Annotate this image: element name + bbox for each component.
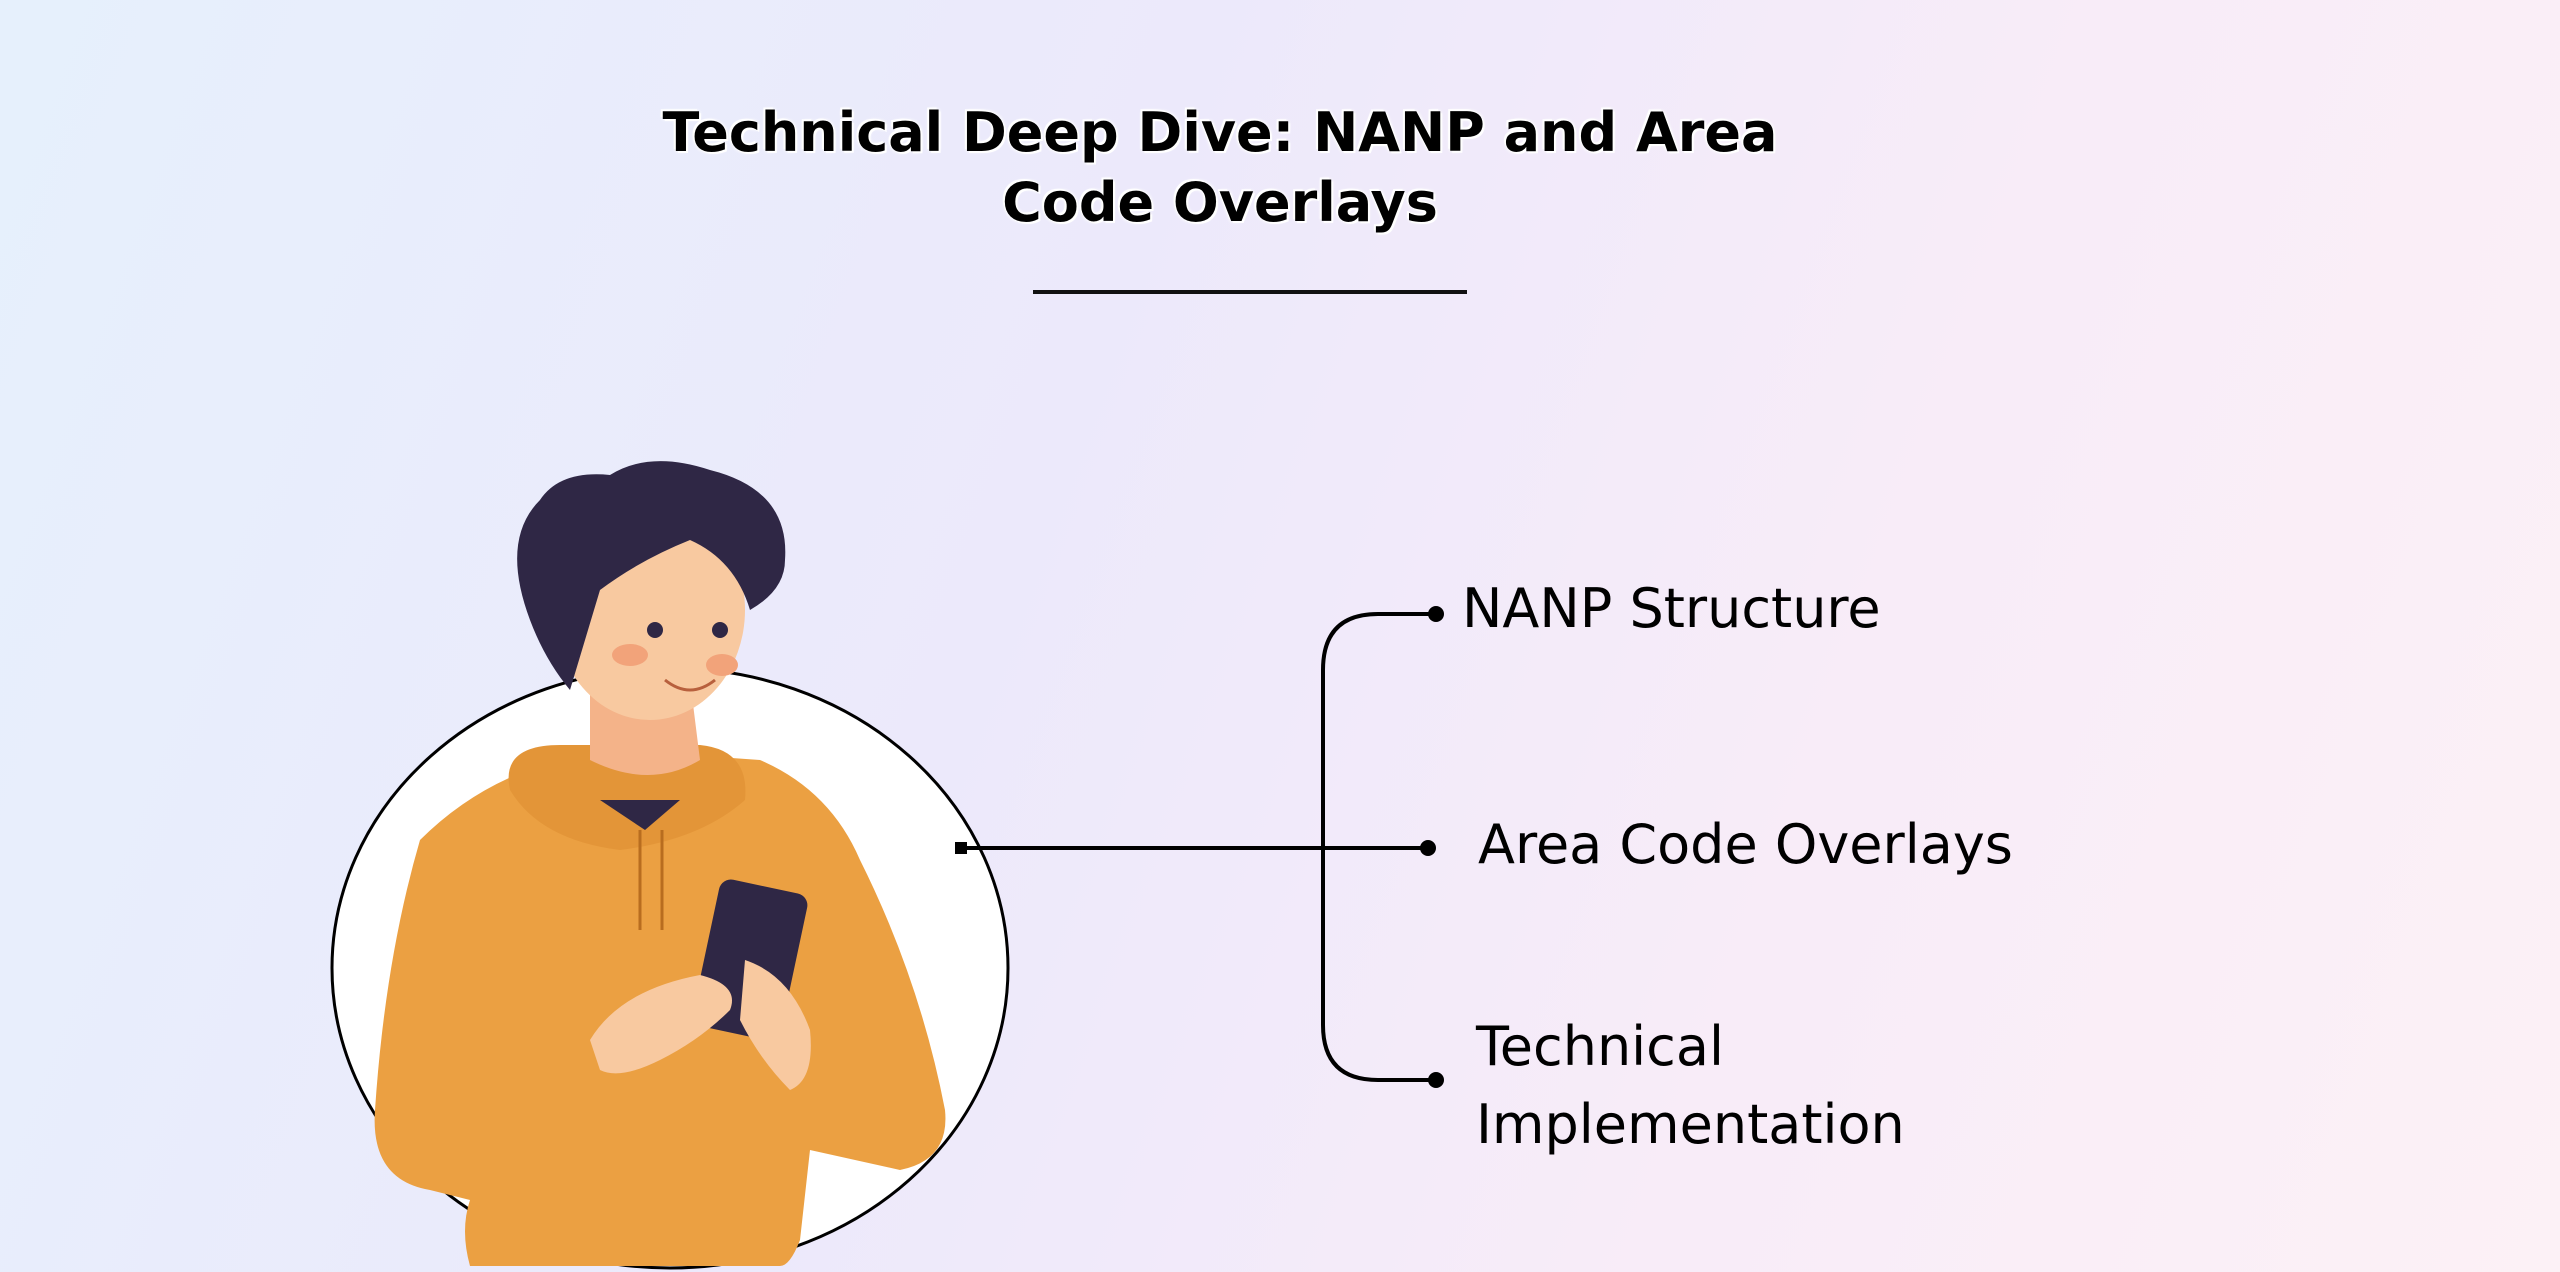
hand-right — [740, 960, 811, 1090]
hand-left — [590, 975, 732, 1074]
branch-label-area-code-overlays: Area Code Overlays — [1478, 813, 2013, 876]
collar — [600, 800, 680, 830]
eye — [712, 622, 728, 638]
bracket — [1321, 612, 1436, 1082]
slide-title: Technical Deep Dive: NANP and Area Code … — [620, 98, 1820, 238]
branch-label-nanp-structure: NANP Structure — [1462, 577, 1881, 640]
title-line-1: Technical Deep Dive: NANP and Area — [662, 101, 1778, 164]
cheek — [706, 654, 738, 676]
label-line-1: Technical — [1476, 1015, 1724, 1078]
title-line-2: Code Overlays — [1002, 171, 1438, 234]
person-illustration — [374, 461, 946, 1266]
cheek — [612, 644, 648, 666]
branch-dot-2 — [1420, 840, 1436, 856]
branch-dot-1 — [1428, 606, 1444, 622]
branch-label-technical-implementation: Technical Implementation — [1476, 1008, 1905, 1164]
eye — [647, 622, 663, 638]
label-line-2: Implementation — [1476, 1093, 1905, 1156]
smile — [664, 678, 716, 692]
hair — [517, 461, 786, 690]
title-underline — [1033, 290, 1467, 294]
hood — [508, 745, 746, 850]
branch-dot-3 — [1428, 1072, 1444, 1088]
